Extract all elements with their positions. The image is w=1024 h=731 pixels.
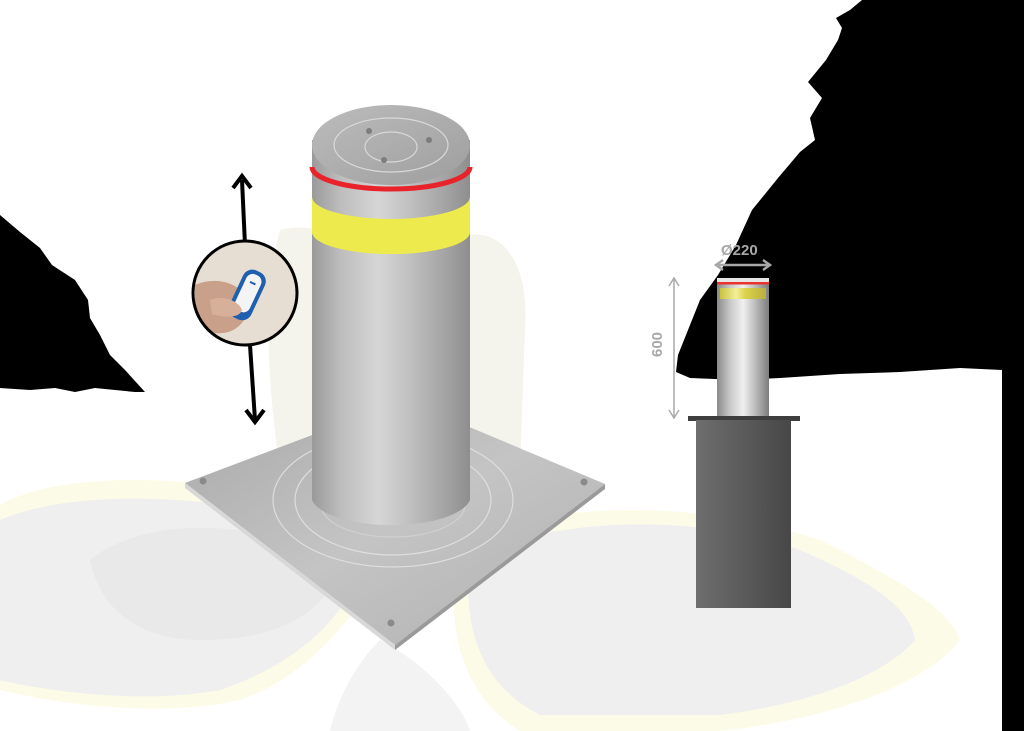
plate-screw	[199, 477, 207, 485]
remote-control-badge	[191, 239, 299, 347]
floor-shadow	[0, 227, 960, 731]
height-label: 600	[649, 331, 667, 358]
cap-screw	[366, 128, 372, 134]
housing-flange	[688, 416, 800, 421]
housing-body	[696, 420, 791, 608]
cap-screw	[426, 137, 432, 143]
plate-screw	[387, 619, 395, 627]
mask-right	[676, 0, 1024, 731]
up-down-arrow	[231, 172, 266, 426]
mask-left	[0, 215, 145, 392]
dimension-arrows	[668, 258, 773, 420]
plate-screw	[580, 478, 588, 486]
main-bollard	[309, 105, 473, 526]
diameter-label: Ø220	[721, 242, 758, 259]
cap-screw	[381, 157, 387, 163]
diagram-bollard	[688, 278, 800, 608]
